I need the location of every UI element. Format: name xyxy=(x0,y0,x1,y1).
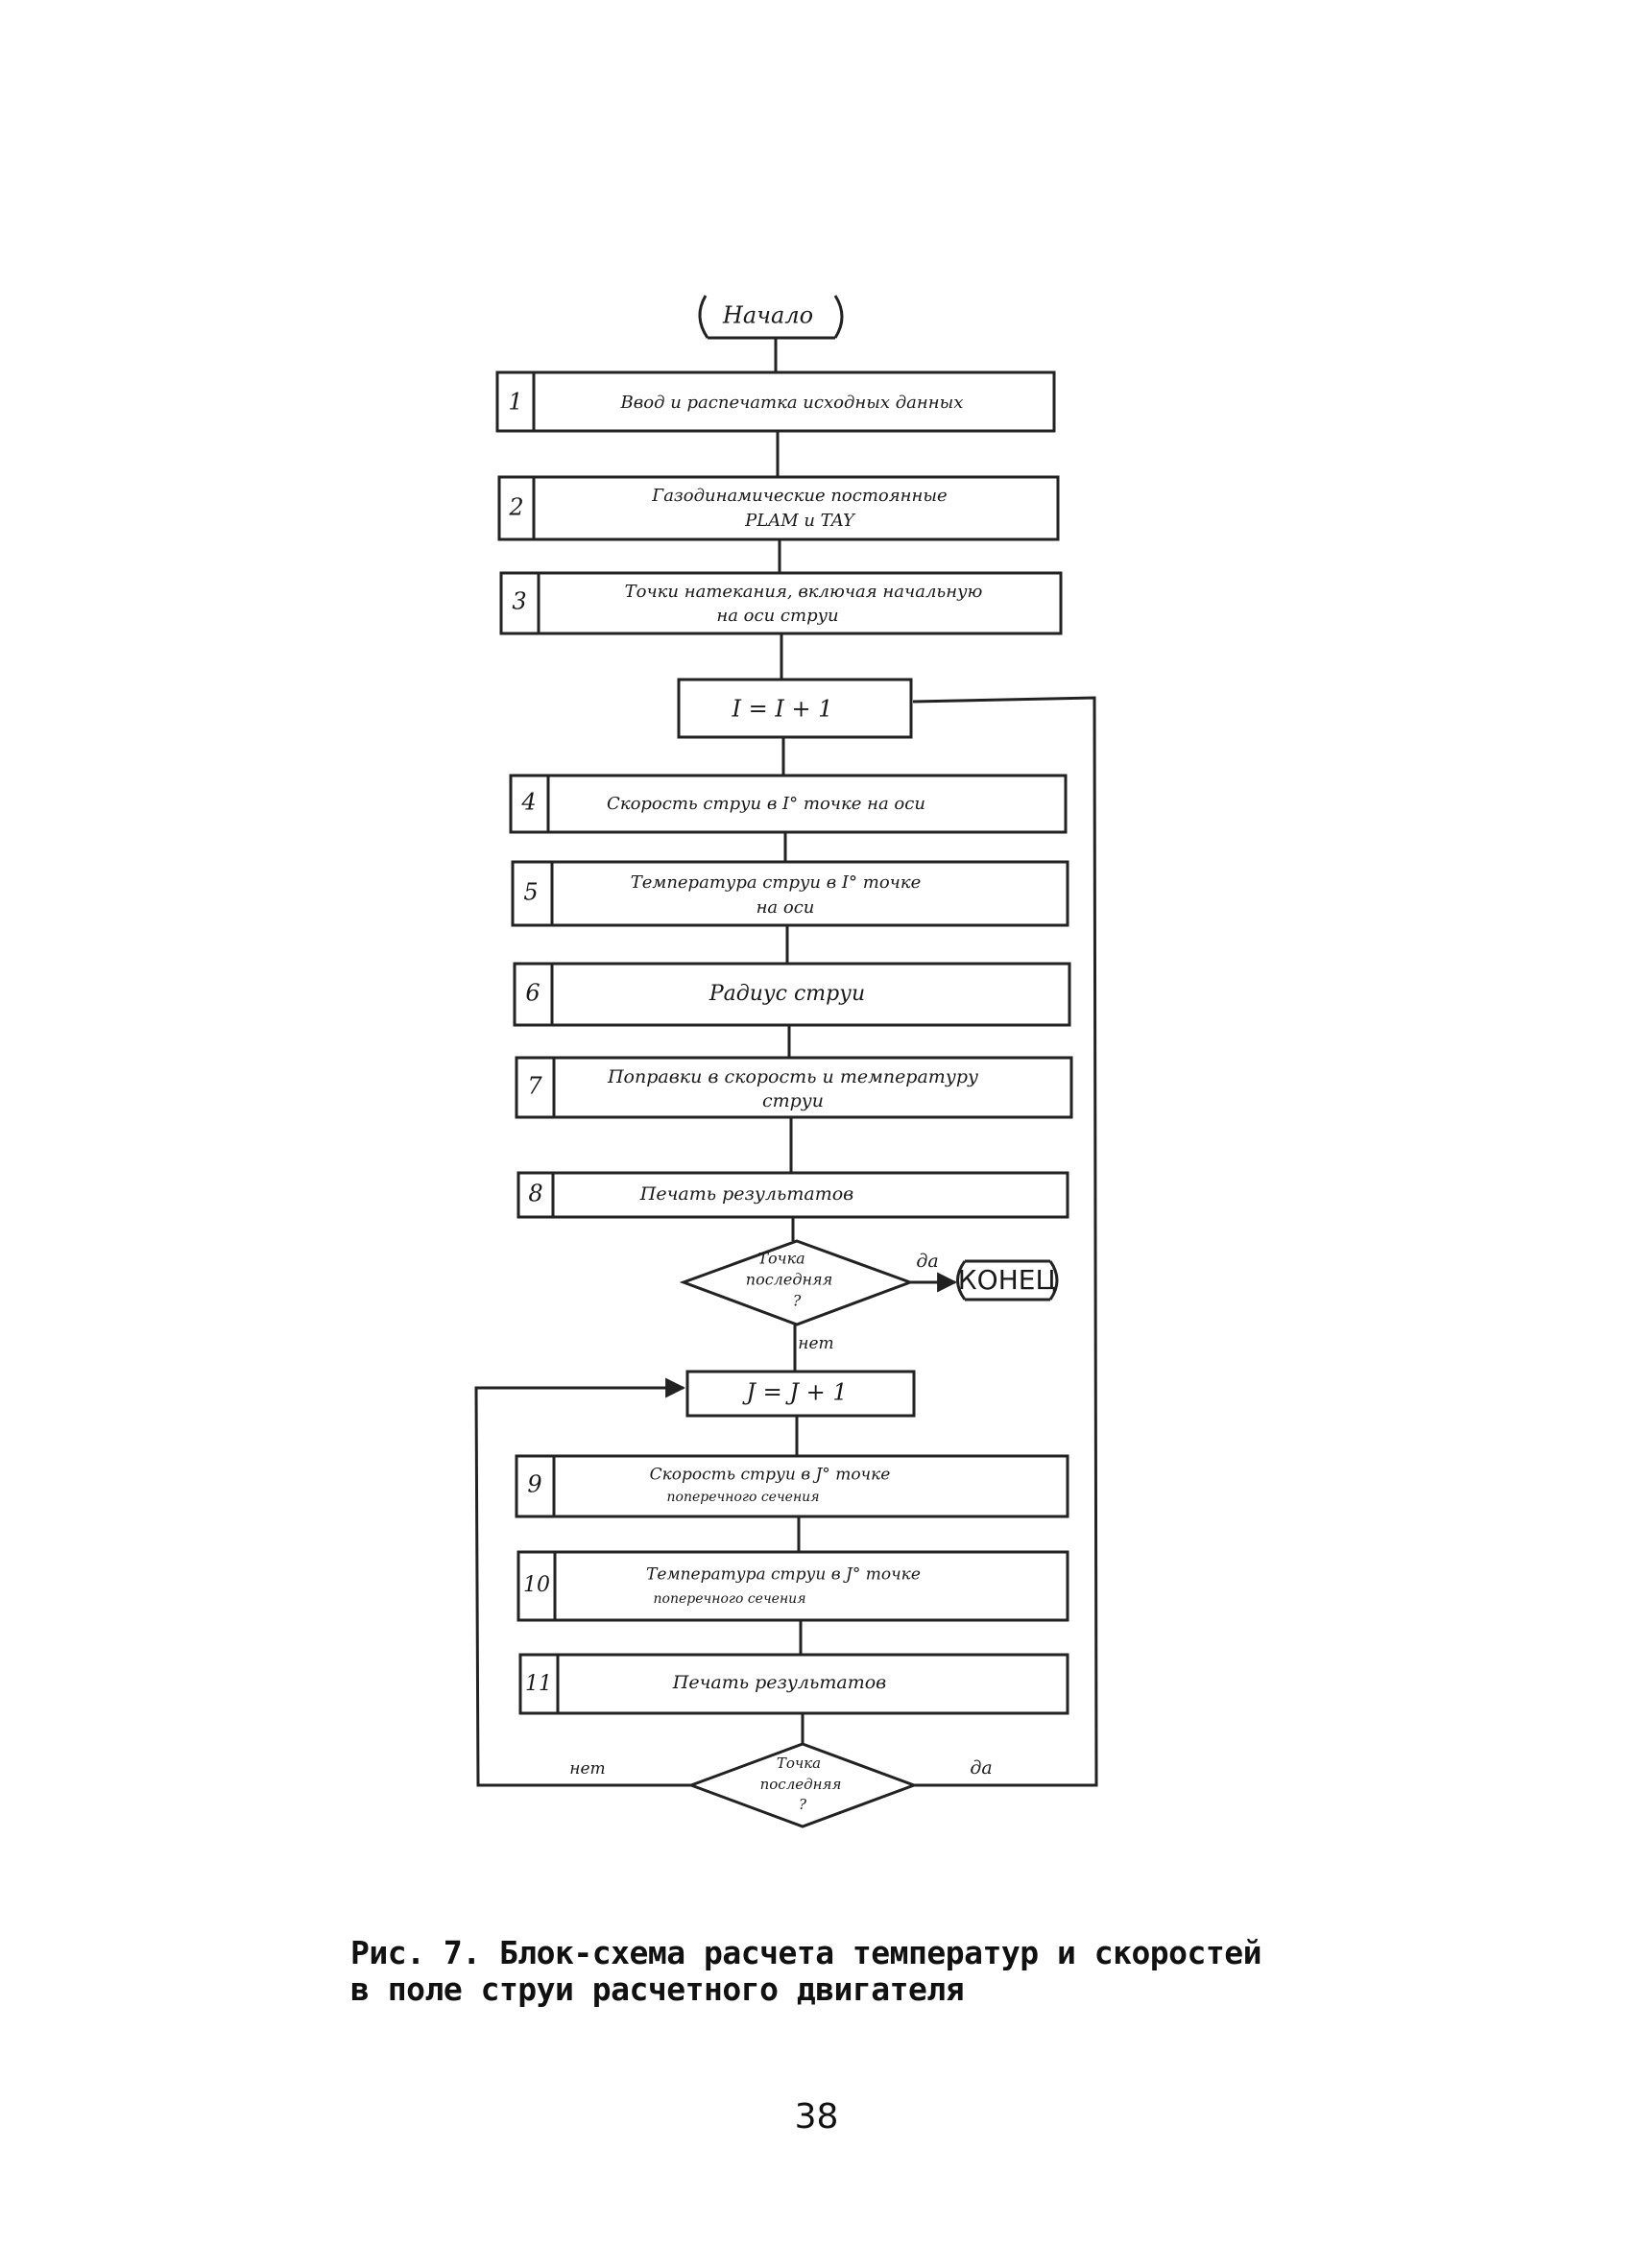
svg-text:Поправки в скорость и температ: Поправки в скорость и температуру xyxy=(607,1066,978,1087)
svg-text:3: 3 xyxy=(512,588,526,615)
svg-text:Температура струи в I° точке: Температура струи в I° точке xyxy=(631,872,922,893)
end-terminal: КОНЕЦ xyxy=(956,1259,1059,1301)
process-block-9: 9 Скорость струи в J° точке поперечного … xyxy=(515,1454,1069,1518)
svg-text:Печать результатов: Печать результатов xyxy=(672,1672,886,1693)
process-block-7: 7 Поправки в скорость и температуру стру… xyxy=(515,1056,1073,1119)
svg-text:PLAM и TAY: PLAM и TAY xyxy=(744,511,856,531)
decision-1-yes-branch: да xyxy=(910,1251,958,1293)
loop-i-block: I = I + 1 xyxy=(677,678,913,739)
svg-text:на оси: на оси xyxy=(756,897,815,918)
svg-text:Скорость струи в J° точке: Скорость струи в J° точке xyxy=(650,1466,891,1485)
yes-label-1: да xyxy=(916,1251,938,1272)
svg-text:5: 5 xyxy=(523,879,538,906)
svg-text:6: 6 xyxy=(525,980,540,1007)
svg-text:4: 4 xyxy=(520,789,536,816)
no-label-1: нет xyxy=(798,1334,833,1353)
svg-text:на оси струи: на оси струи xyxy=(716,606,838,626)
process-block-4: 4 Скорость струи в I° точке на оси xyxy=(509,774,1068,834)
svg-text:?: ? xyxy=(793,1292,802,1310)
svg-text:10: 10 xyxy=(523,1573,550,1597)
process-block-2: 2 Газодинамические постоянные PLAM и TAY xyxy=(497,475,1060,541)
process-block-11: 11 Печать результатов xyxy=(518,1653,1069,1715)
svg-text:Точка: Точка xyxy=(757,1250,804,1268)
caption-line-1: Рис. 7. Блок-схема расчета температур и … xyxy=(350,1934,1262,1971)
figure-caption: Рис. 7. Блок-схема расчета температур и … xyxy=(350,1935,1310,2008)
no-label-2: нет xyxy=(569,1759,605,1779)
start-label: Начало xyxy=(722,302,813,329)
process-block-3: 3 Точки натекания, включая начальную на … xyxy=(499,571,1063,635)
svg-text:струи: струи xyxy=(762,1090,824,1111)
svg-text:?: ? xyxy=(799,1796,807,1813)
svg-text:последняя: последняя xyxy=(746,1271,832,1289)
decision-2-yes-loop: да xyxy=(912,696,1098,1787)
svg-text:Температура струи в J° точке: Температура струи в J° точке xyxy=(646,1565,921,1585)
start-terminal: Начало xyxy=(698,295,844,340)
svg-text:Ввод и распечатка исходных дан: Ввод и распечатка исходных данных xyxy=(620,393,964,413)
svg-text:Печать результатов: Печать результатов xyxy=(639,1183,853,1205)
process-block-5: 5 Температура струи в I° точке на оси xyxy=(511,860,1069,927)
svg-text:поперечного сечения: поперечного сечения xyxy=(667,1490,820,1505)
page-number: 38 xyxy=(794,2097,839,2137)
decision-2: Точка последняя ? xyxy=(686,1742,919,1828)
caption-line-2: в поле струи расчетного двигателя xyxy=(350,1970,965,2008)
svg-text:Точка: Точка xyxy=(777,1755,821,1772)
svg-text:Радиус струи: Радиус струи xyxy=(708,982,865,1006)
svg-text:I = I + 1: I = I + 1 xyxy=(732,696,833,723)
end-label: КОНЕЦ xyxy=(958,1264,1056,1296)
svg-text:J = J + 1: J = J + 1 xyxy=(741,1379,847,1406)
process-block-8: 8 Печать результатов xyxy=(516,1171,1069,1219)
loop-j-block: J = J + 1 xyxy=(685,1370,916,1418)
svg-text:9: 9 xyxy=(527,1471,541,1498)
svg-text:поперечного сечения: поперечного сечения xyxy=(654,1591,806,1607)
svg-text:11: 11 xyxy=(525,1672,552,1696)
svg-text:Скорость струи в I° точке на о: Скорость струи в I° точке на оси xyxy=(607,794,925,814)
svg-text:Газодинамические постоянные: Газодинамические постоянные xyxy=(651,486,947,506)
yes-label-2: да xyxy=(970,1757,992,1779)
svg-text:Точки натекания, включая начал: Точки натекания, включая начальную xyxy=(625,582,983,602)
svg-text:8: 8 xyxy=(528,1181,542,1207)
process-block-1: 1 Ввод и распечатка исходных данных xyxy=(495,370,1056,433)
svg-text:7: 7 xyxy=(527,1073,542,1100)
decision-2-no-loop: нет xyxy=(474,1377,691,1787)
process-block-6: 6 Радиус струи xyxy=(513,962,1071,1027)
svg-text:2: 2 xyxy=(508,494,523,521)
main-connectors xyxy=(774,338,804,1744)
process-block-10: 10 Температура струи в J° точке поперечн… xyxy=(516,1550,1069,1622)
svg-text:последняя: последняя xyxy=(760,1776,842,1793)
decision-1: Точка последняя ? xyxy=(679,1239,915,1326)
svg-text:1: 1 xyxy=(508,389,522,416)
